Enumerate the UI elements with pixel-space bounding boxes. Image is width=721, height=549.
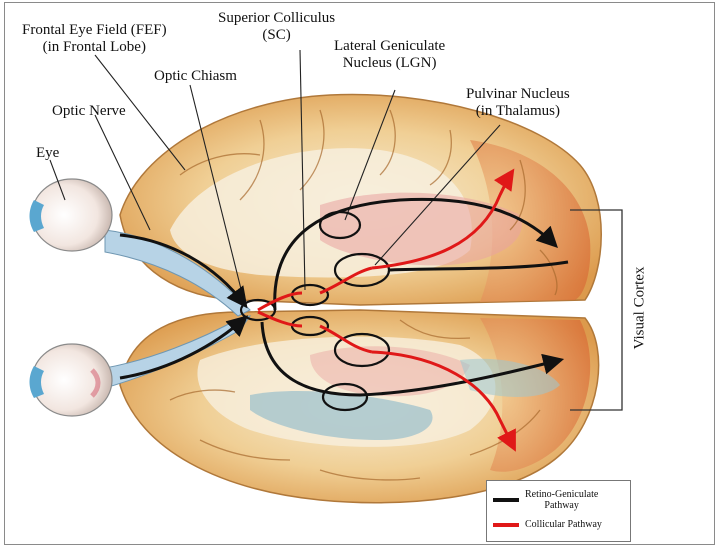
legend-retino-line2: Pathway bbox=[525, 500, 598, 511]
label-sc-line1: Superior Colliculus bbox=[218, 10, 335, 27]
label-lgn-line2: Nucleus (LGN) bbox=[334, 55, 445, 72]
label-pulvinar-line1: Pulvinar Nucleus bbox=[466, 86, 570, 103]
label-pulvinar: Pulvinar Nucleus (in Thalamus) bbox=[466, 86, 570, 120]
legend-item-collicular: Collicular Pathway bbox=[493, 519, 602, 530]
label-sc-line2: (SC) bbox=[218, 27, 335, 44]
legend-swatch-collicular bbox=[493, 523, 519, 527]
legend-label-retino: Retino-Geniculate Pathway bbox=[525, 489, 598, 511]
label-pulvinar-line2: (in Thalamus) bbox=[466, 103, 570, 120]
label-sc: Superior Colliculus (SC) bbox=[218, 10, 335, 44]
legend: Retino-Geniculate Pathway Collicular Pat… bbox=[486, 480, 631, 542]
label-fef-line1: Frontal Eye Field (FEF) bbox=[22, 22, 167, 39]
legend-label-collicular: Collicular Pathway bbox=[525, 519, 602, 530]
legend-swatch-retino bbox=[493, 498, 519, 502]
label-optic-nerve: Optic Nerve bbox=[52, 103, 126, 120]
label-eye: Eye bbox=[36, 145, 59, 162]
label-fef: Frontal Eye Field (FEF) (in Frontal Lobe… bbox=[22, 22, 167, 56]
legend-item-retino: Retino-Geniculate Pathway bbox=[493, 489, 598, 511]
label-fef-line2: (in Frontal Lobe) bbox=[22, 39, 167, 56]
label-visual-cortex: Visual Cortex bbox=[632, 267, 649, 350]
brain-hemispheres bbox=[120, 94, 601, 502]
label-optic-chiasm: Optic Chiasm bbox=[154, 68, 237, 85]
eye-upper bbox=[32, 179, 112, 251]
label-lgn: Lateral Geniculate Nucleus (LGN) bbox=[334, 38, 445, 72]
label-lgn-line1: Lateral Geniculate bbox=[334, 38, 445, 55]
legend-retino-line1: Retino-Geniculate bbox=[525, 489, 598, 500]
